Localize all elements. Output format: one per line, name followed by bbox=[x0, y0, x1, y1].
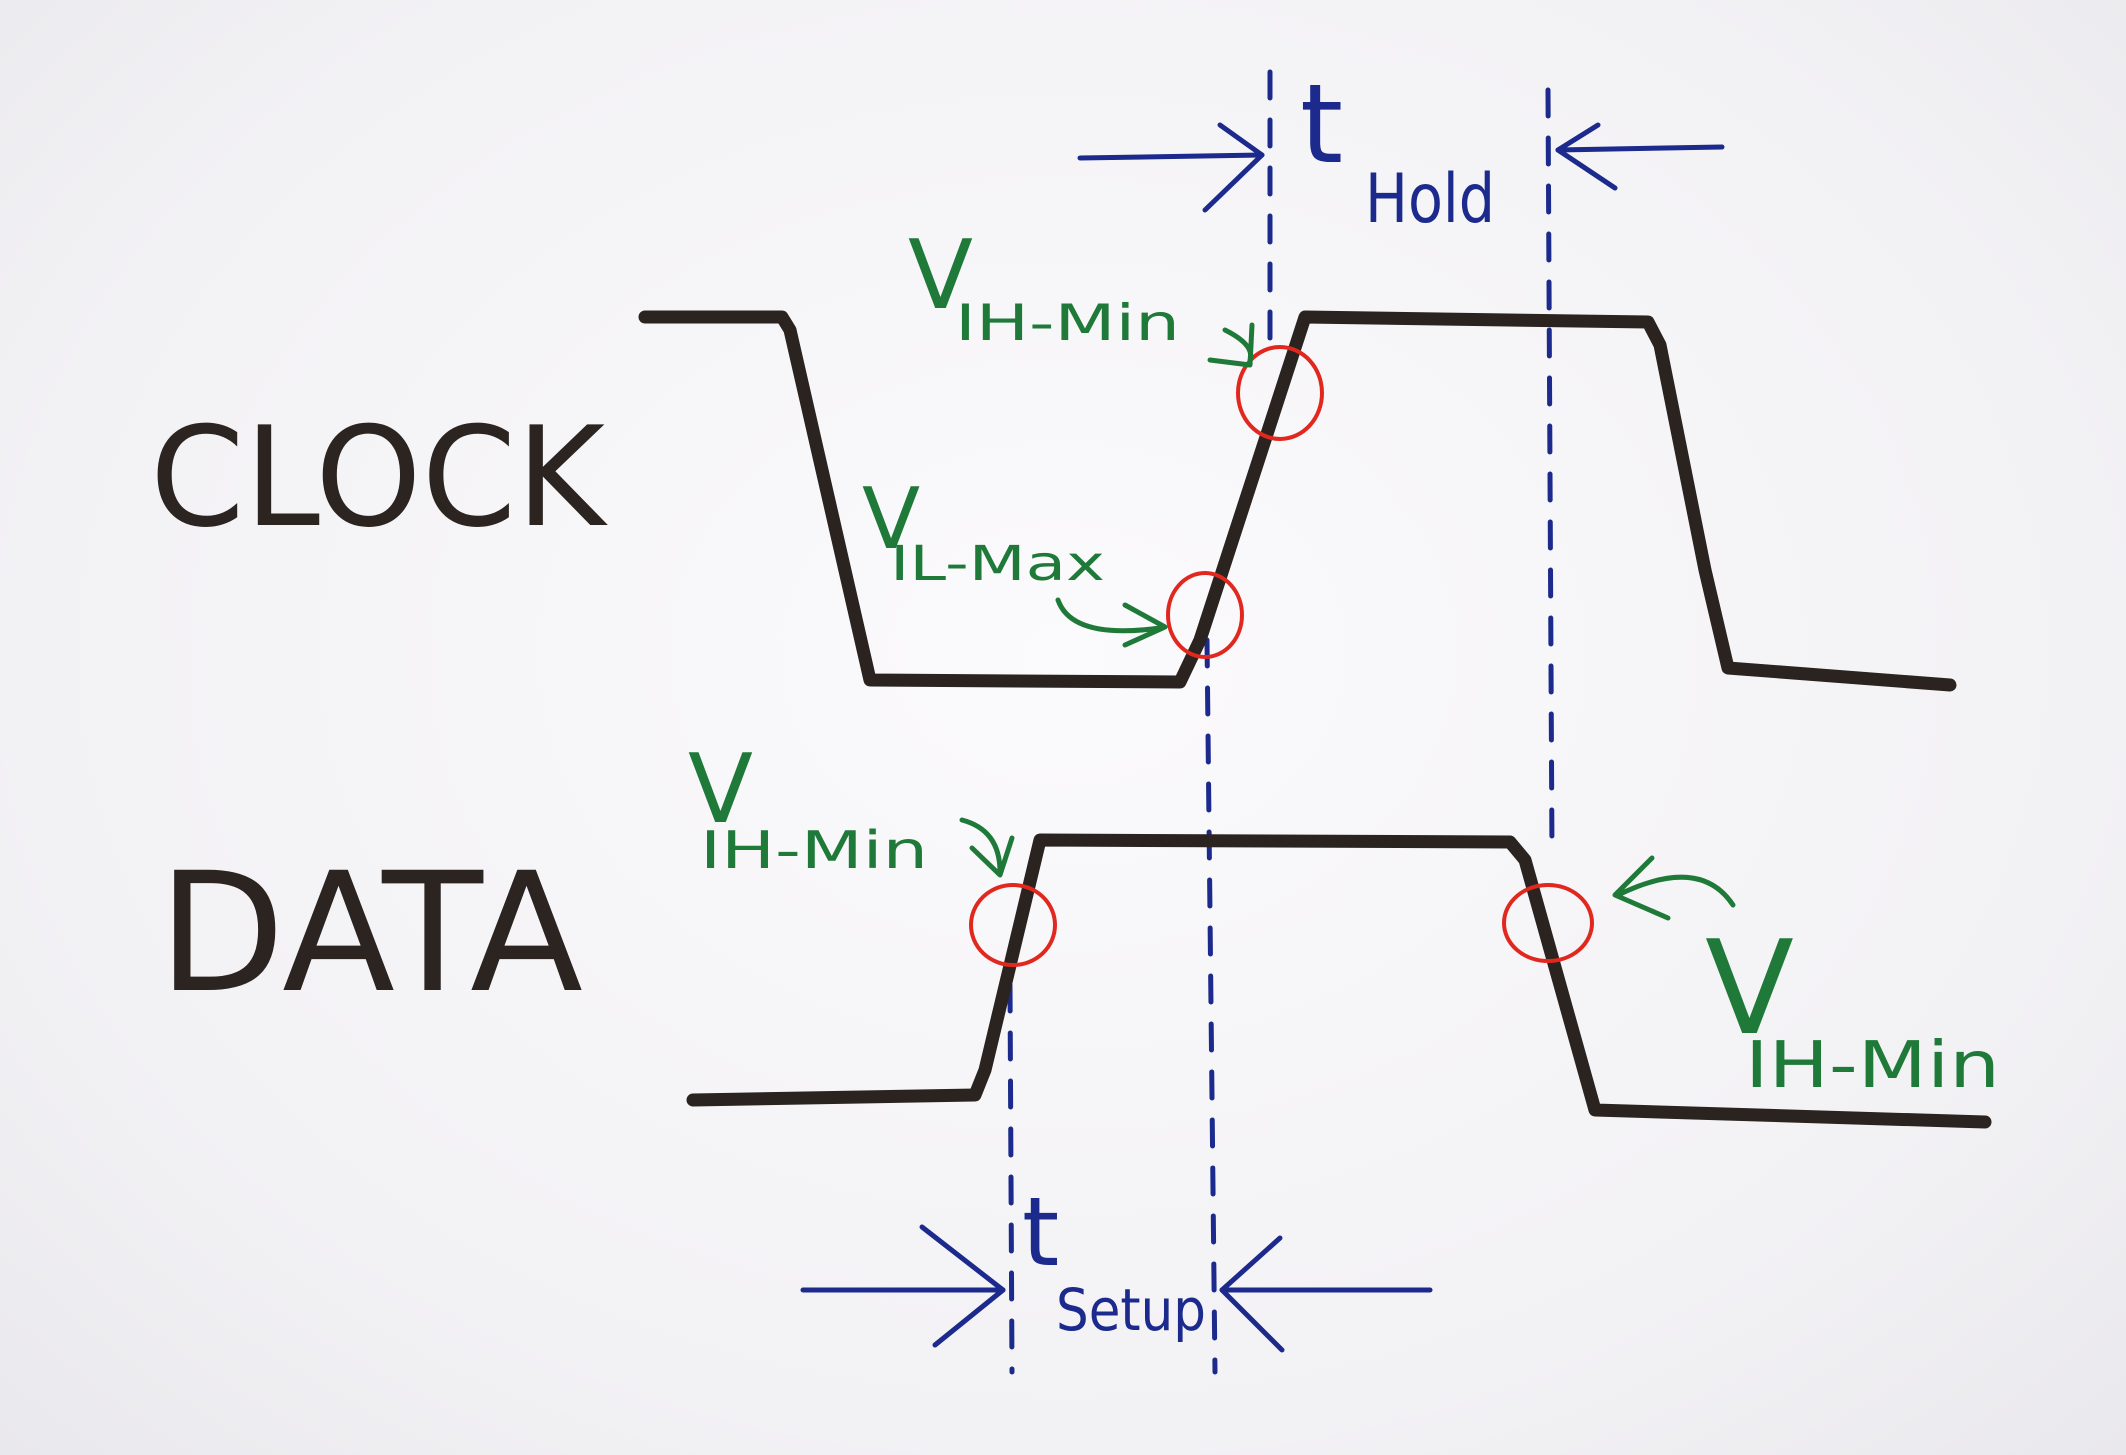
data-fall-vih-v: V bbox=[1705, 912, 1794, 1064]
data-vih-rise-crossing-circle bbox=[969, 883, 1057, 967]
data-rise-vih-min-label: V IH-Min bbox=[688, 735, 928, 881]
hold-subscript: Hold bbox=[1365, 160, 1495, 239]
clock-vih-min-label: V IH-Min bbox=[908, 221, 1180, 352]
clock-vih-sub: IH-Min bbox=[955, 294, 1180, 352]
data-label: DATA bbox=[158, 837, 583, 1029]
data-fall-vih-min-label: V IH-Min bbox=[1705, 912, 2000, 1103]
clock-vih-v: V bbox=[908, 221, 973, 331]
data-rise-vih-sub: IH-Min bbox=[700, 821, 928, 881]
hold-left-arrow bbox=[1077, 122, 1265, 213]
clock-vil-crossing-circle bbox=[1166, 571, 1244, 659]
hold-time-label: t Hold bbox=[1300, 60, 1495, 239]
hold-t: t bbox=[1300, 60, 1343, 188]
data-fall-vih-arrow bbox=[1612, 855, 1736, 921]
clock-vih-crossing-circle bbox=[1236, 345, 1324, 441]
setup-t: t bbox=[1022, 1178, 1059, 1288]
setup-left-arrow bbox=[800, 1224, 1006, 1348]
clock-waveform bbox=[638, 310, 1957, 692]
data-fall-vih-sub: IH-Min bbox=[1745, 1029, 2000, 1103]
setup-time-label: t Setup bbox=[1022, 1178, 1206, 1344]
data-vih-fall-crossing-circle bbox=[1502, 883, 1594, 963]
clock-edge-line bbox=[1204, 637, 1218, 1375]
data-rise-vih-arrow bbox=[959, 817, 1015, 878]
clock-vil-sub: IL-Max bbox=[890, 536, 1105, 592]
hold-end-line bbox=[1545, 87, 1555, 858]
setup-right-arrow bbox=[1219, 1235, 1433, 1353]
clock-vih-arrow bbox=[1207, 322, 1255, 368]
data-rise-vih-v: V bbox=[688, 735, 753, 845]
clock-vil-max-label: V IL-Max bbox=[862, 470, 1105, 592]
clock-vil-arrow bbox=[1055, 597, 1168, 648]
data-waveform bbox=[686, 833, 1992, 1129]
clock-label: CLOCK bbox=[150, 397, 608, 558]
hold-right-arrow bbox=[1555, 122, 1725, 191]
setup-subscript: Setup bbox=[1056, 1276, 1206, 1344]
clock-vil-v: V bbox=[862, 470, 920, 569]
setup-start-line bbox=[1007, 982, 1015, 1375]
